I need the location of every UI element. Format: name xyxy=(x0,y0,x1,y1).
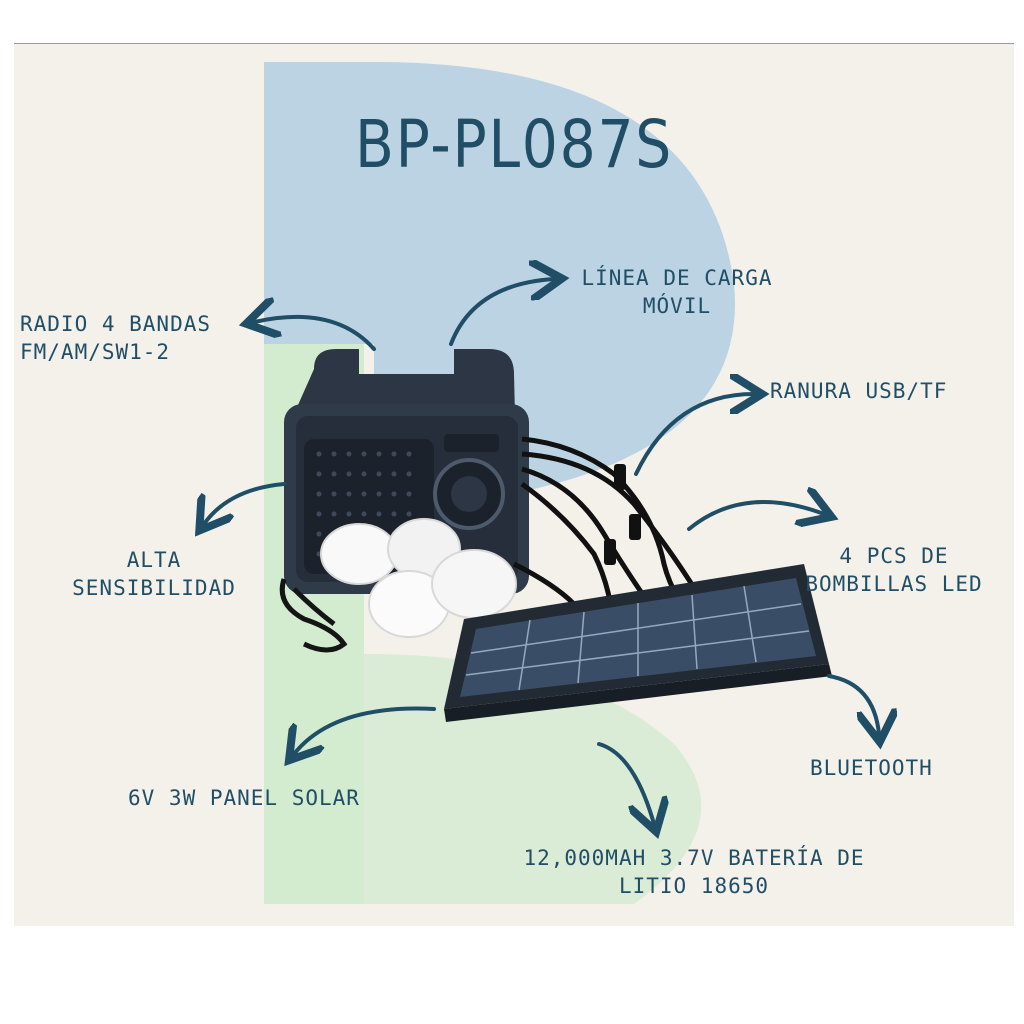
arrow-radio xyxy=(254,317,376,351)
label-bombillas: 4 PCS DE BOMBILLAS LED xyxy=(805,544,983,596)
arrow-alta xyxy=(204,482,286,524)
arrow-linea-carga xyxy=(449,279,554,346)
label-ranura: RANURA USB/TF xyxy=(770,379,948,403)
label-bateria: 12,000MAH 3.7V BATERÍA DE LITIO 18650 xyxy=(523,846,865,898)
led-bulbs xyxy=(320,518,517,638)
top-divider xyxy=(14,43,1014,44)
cable-clips xyxy=(604,464,641,565)
charging-cable xyxy=(279,578,348,653)
arrow-ranura xyxy=(634,394,754,476)
arrow-bluetooth xyxy=(827,674,879,734)
arrow-panel xyxy=(294,706,436,754)
label-bluetooth: BLUETOOTH xyxy=(810,756,933,780)
callout-arrows xyxy=(14,44,1014,926)
label-radio: RADIO 4 BANDAS FM/AM/SW1-2 xyxy=(20,312,212,364)
label-linea-carga: LÍNEA DE CARGA MÓVIL xyxy=(581,266,773,318)
label-panel-solar: 6V 3W PANEL SOLAR xyxy=(128,786,360,810)
solar-panel xyxy=(444,564,832,722)
arrow-bateria xyxy=(597,742,654,824)
product-infographic: BP-PL087S xyxy=(14,44,1014,926)
product-title: BP-PL087S xyxy=(354,106,674,183)
arrow-bombillas xyxy=(687,502,824,531)
label-alta-sensibilidad: ALTA SENSIBILIDAD xyxy=(72,548,236,600)
product-image xyxy=(279,349,832,722)
